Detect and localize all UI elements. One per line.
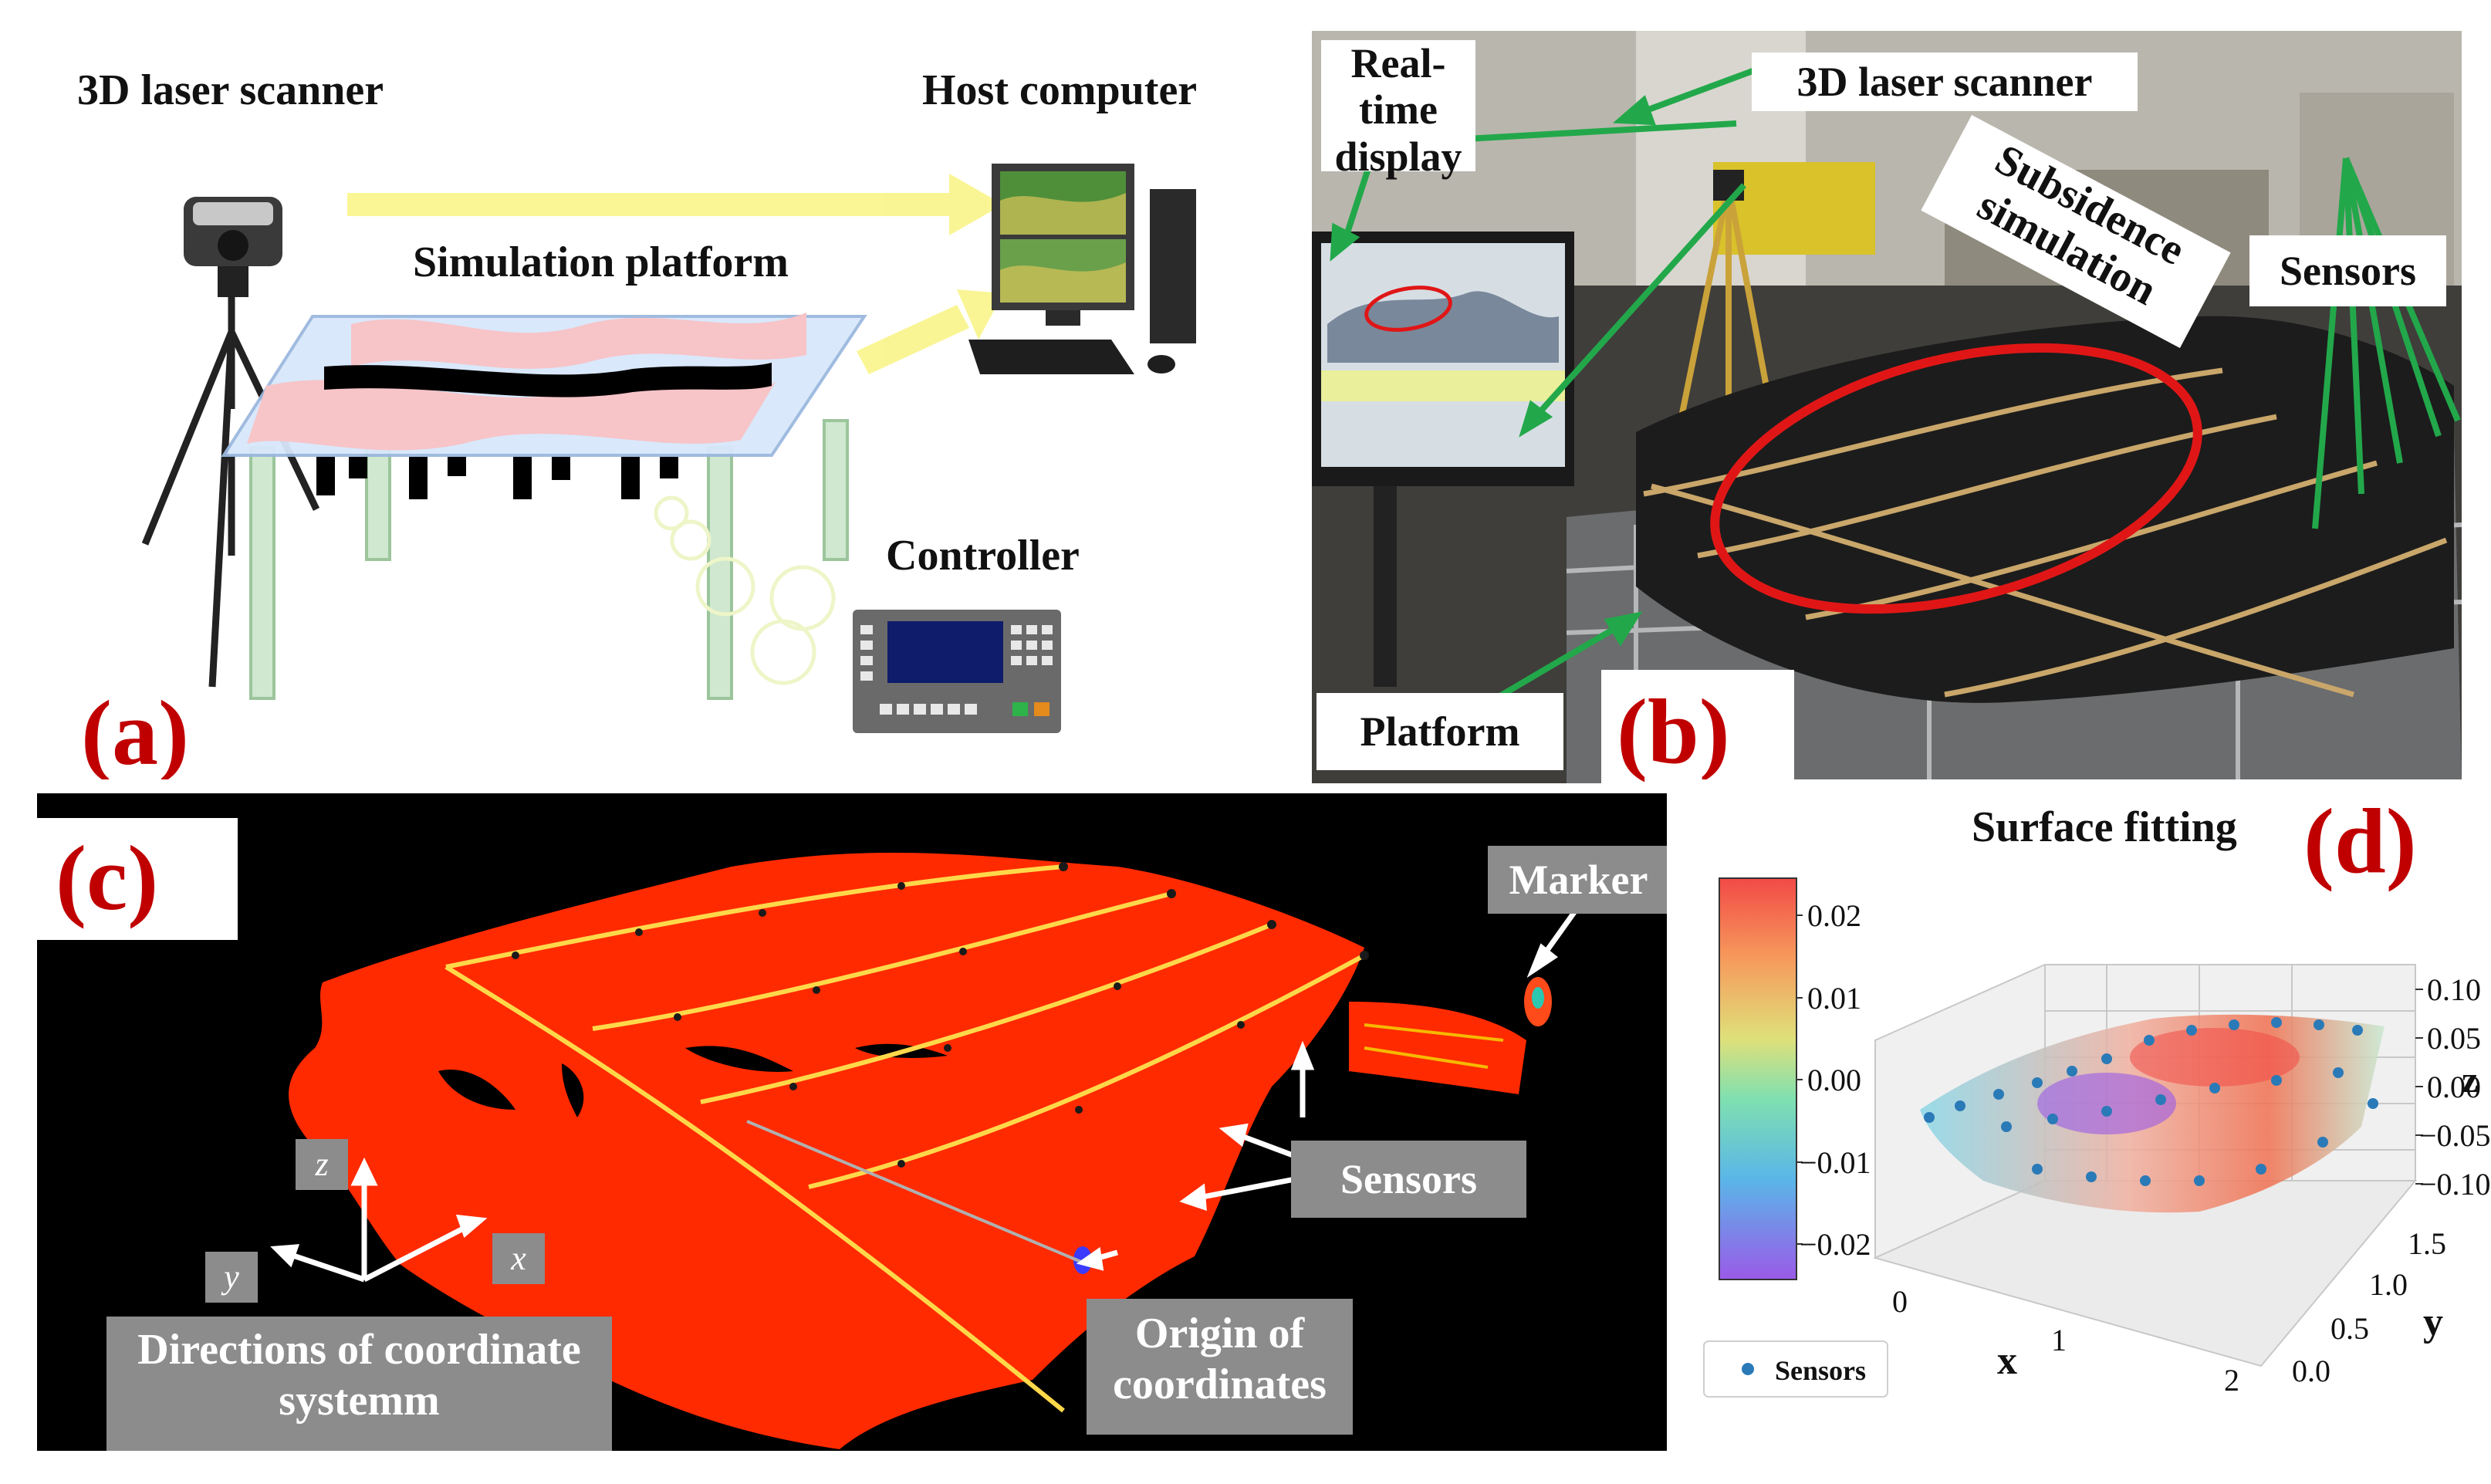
y-tick: 0.5 xyxy=(2330,1311,2369,1346)
panel-d: 0.02 0.01 0.00 −0.01 −0.02 xyxy=(1675,779,2491,1459)
panel-d-tag: (d) xyxy=(2303,789,2417,892)
controller-device xyxy=(853,610,1061,733)
panel-c-tag-box xyxy=(37,818,238,940)
x-tick: 1 xyxy=(2051,1323,2067,1357)
legend-label: Sensors xyxy=(1775,1355,1866,1386)
surface-fitting-plot: 0.02 0.01 0.00 −0.01 −0.02 xyxy=(1703,877,2491,1398)
colorbar-tick: 0.01 xyxy=(1807,981,1861,1016)
sensor-points xyxy=(1924,1017,2378,1186)
y-tick: 1.5 xyxy=(2408,1226,2446,1261)
colorbar-tick: −0.01 xyxy=(1800,1145,1871,1180)
colorbar-tick: −0.02 xyxy=(1800,1227,1871,1262)
z-axis-label: z xyxy=(2462,1060,2478,1100)
panel-a: 3D laser scanner Host computer Simulatio… xyxy=(0,0,1266,779)
lab-photo xyxy=(1312,31,2462,783)
x-tick: 0 xyxy=(1892,1284,1908,1319)
laser-scanner-device xyxy=(184,197,282,297)
host-computer xyxy=(968,164,1196,374)
directions-label: Directions of coordinate systemm xyxy=(106,1317,612,1451)
panel-b-tag-box xyxy=(1601,670,1794,783)
panel-c-tag: (c) xyxy=(56,827,159,929)
legend-marker xyxy=(1742,1363,1754,1375)
panel-a-tag: (a) xyxy=(81,681,189,779)
origin-label: Origin of coordinates xyxy=(1087,1299,1353,1435)
legend-box xyxy=(1703,1340,1888,1398)
sensor-strip xyxy=(324,363,772,397)
axis-x-label: x xyxy=(492,1233,545,1284)
y-axis-label: y xyxy=(2423,1300,2443,1344)
panel-b: Real-time display 3D laser scanner Subsi… xyxy=(1312,31,2462,783)
marker-label: Marker xyxy=(1488,846,1667,914)
y-tick: 1.0 xyxy=(2369,1267,2408,1302)
scanner-photo-label: 3D laser scanner xyxy=(1752,52,2138,111)
y-tick: 0.0 xyxy=(2292,1354,2330,1388)
surface-fitting-title: Surface fitting xyxy=(1972,803,2237,851)
realtime-display-label: Real-time display xyxy=(1321,40,1475,180)
z-tick: −0.10 xyxy=(2419,1167,2491,1202)
pink-surface-upper xyxy=(351,313,806,369)
support-pistons xyxy=(316,457,678,499)
sensors-scan-label: Sensors xyxy=(1291,1141,1526,1218)
sensors-photo-label: Sensors xyxy=(2249,235,2446,306)
table-legs xyxy=(249,419,849,700)
z-tick: 0.10 xyxy=(2427,972,2481,1007)
axis-z-label: z xyxy=(296,1139,348,1190)
z-tick: 0.05 xyxy=(2427,1021,2481,1056)
colorbar-tick: 0.00 xyxy=(1807,1063,1861,1097)
decorative-bubbles xyxy=(654,495,836,685)
z-tick: 0.00 xyxy=(2427,1070,2481,1104)
pink-surface-lower xyxy=(247,380,776,451)
controller-label: Controller xyxy=(886,532,1080,580)
colorbar xyxy=(1719,877,1797,1280)
platform-photo-label: Platform xyxy=(1316,693,1563,770)
panel-b-tag: (b) xyxy=(1617,680,1730,783)
panel-a-illustration xyxy=(141,164,1196,733)
x-axis-label: x xyxy=(1997,1339,2017,1383)
panel-c: (c) Marker Sensors z y x Directions of c… xyxy=(37,793,1667,1451)
z-tick: −0.05 xyxy=(2419,1118,2491,1153)
x-tick: 2 xyxy=(2224,1363,2239,1398)
colorbar-tick: 0.02 xyxy=(1807,898,1861,933)
scanner-label: 3D laser scanner xyxy=(77,66,384,114)
simulation-platform-label: Simulation platform xyxy=(413,238,789,286)
host-computer-label: Host computer xyxy=(922,66,1198,114)
data-flow-arrows xyxy=(347,174,1003,374)
axis-y-label: y xyxy=(205,1252,258,1303)
